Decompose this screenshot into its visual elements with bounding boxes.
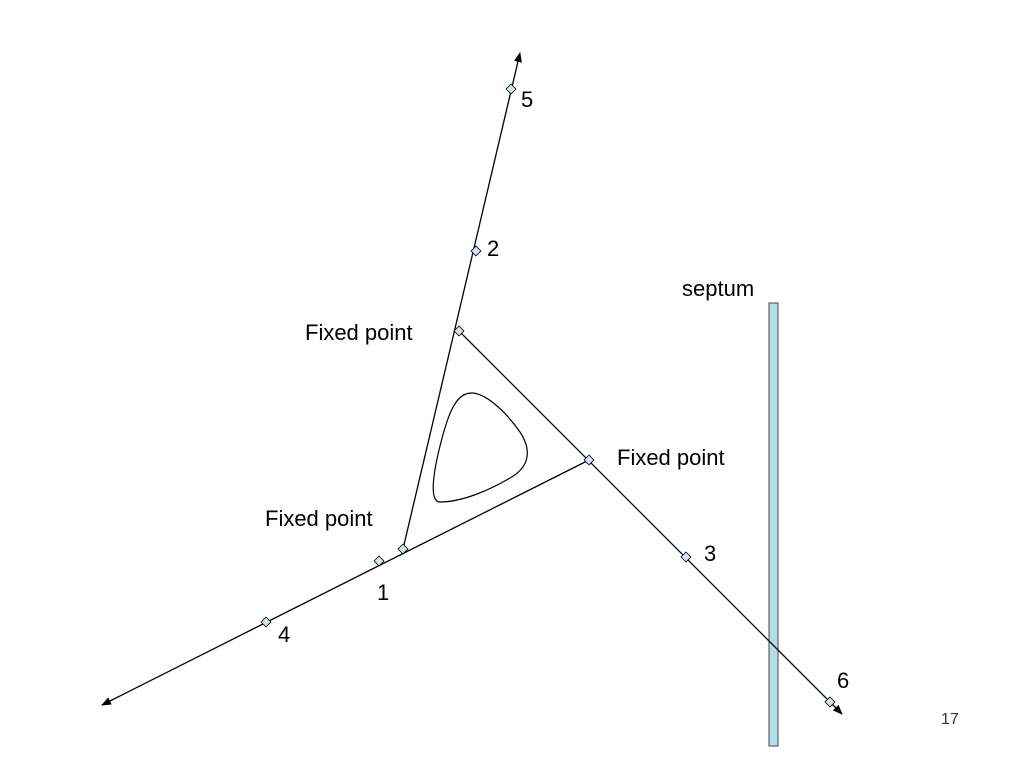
label-septum: septum bbox=[682, 276, 754, 301]
marker-point-4 bbox=[260, 616, 272, 628]
ray-line-to-6 bbox=[458, 330, 843, 715]
label-point-4: 4 bbox=[278, 622, 290, 647]
label-point-6: 6 bbox=[837, 668, 849, 693]
marker-point-2 bbox=[470, 245, 482, 257]
label-fixed-point-top: Fixed point bbox=[305, 320, 413, 345]
label-fixed-point-bottom: Fixed point bbox=[265, 506, 373, 531]
ray-line-to-5 bbox=[402, 52, 522, 550]
marker-fixed-point-top bbox=[453, 325, 465, 337]
marker-point-3 bbox=[680, 551, 692, 563]
marker-fixed-point-bottom bbox=[397, 543, 409, 555]
label-point-1: 1 bbox=[377, 580, 389, 605]
label-point-5: 5 bbox=[521, 87, 533, 112]
label-point-2: 2 bbox=[487, 236, 499, 261]
marker-point-6 bbox=[824, 696, 836, 708]
page-number: 17 bbox=[941, 711, 959, 728]
septum-bar bbox=[768, 302, 779, 747]
label-fixed-point-right: Fixed point bbox=[617, 445, 725, 470]
label-point-3: 3 bbox=[704, 541, 716, 566]
marker-point-1 bbox=[373, 555, 385, 567]
marker-fixed-point-right bbox=[583, 454, 595, 466]
closed-orbit-curve bbox=[432, 392, 528, 503]
ray-line-to-4 bbox=[101, 459, 590, 706]
marker-point-5 bbox=[505, 83, 517, 95]
